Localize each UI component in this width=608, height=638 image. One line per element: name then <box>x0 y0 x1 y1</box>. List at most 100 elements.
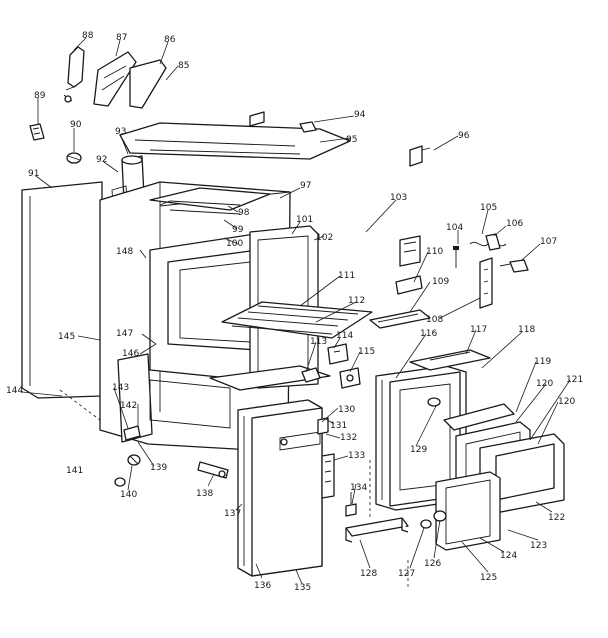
part-label-128: 128 <box>360 569 377 579</box>
part-label-112: 112 <box>348 296 365 306</box>
part-label-99: 99 <box>232 225 244 235</box>
part-label-122: 122 <box>548 513 565 523</box>
part-label-131: 131 <box>330 421 347 431</box>
bracket-part-132 <box>317 417 329 435</box>
part-label-96: 96 <box>458 131 470 141</box>
part-label-86: 86 <box>164 35 176 45</box>
part-label-143: 143 <box>112 383 129 393</box>
part-label-108: 108 <box>426 315 443 325</box>
part-label-93: 93 <box>115 127 126 137</box>
part-label-90: 90 <box>70 120 82 130</box>
handle-part-138 <box>197 461 229 479</box>
part-label-145: 145 <box>58 332 75 342</box>
oven-rack-111 <box>221 301 373 339</box>
leader-lines <box>21 37 571 585</box>
drawer-front-135 <box>237 399 323 577</box>
part-label-120: 120 <box>536 379 553 389</box>
part-label-97: 97 <box>300 181 311 191</box>
part-label-103: 103 <box>390 193 407 203</box>
part-label-95: 95 <box>346 135 357 145</box>
clip-part-89 <box>29 123 45 141</box>
part-label-135: 135 <box>294 583 311 593</box>
part-label-94: 94 <box>354 110 366 120</box>
part-label-114: 114 <box>336 331 353 341</box>
part-label-132: 132 <box>340 433 357 443</box>
panel-part-86 <box>129 59 167 109</box>
part-label-89: 89 <box>34 91 46 101</box>
part-label-125: 125 <box>480 573 497 583</box>
part-label-101: 101 <box>296 215 313 225</box>
part-label-130: 130 <box>338 405 355 415</box>
part-label-118: 118 <box>518 325 535 335</box>
top-trim-94 <box>119 111 351 160</box>
plate-part-109 <box>369 309 431 329</box>
part-label-91: 91 <box>28 169 39 179</box>
part-label-134: 134 <box>350 483 367 493</box>
latch-part-115 <box>339 367 361 389</box>
part-label-92: 92 <box>96 155 107 165</box>
part-label-98: 98 <box>238 208 250 218</box>
part-label-124: 124 <box>500 551 517 561</box>
part-label-127: 127 <box>398 569 415 579</box>
part-label-105: 105 <box>480 203 497 213</box>
part-label-110: 110 <box>426 247 443 257</box>
part-label-121: 121 <box>566 375 583 385</box>
part-label-123: 123 <box>530 541 547 551</box>
screw-part-104 <box>453 246 459 268</box>
knob-part-126 <box>433 510 447 522</box>
part-label-147: 147 <box>116 329 133 339</box>
part-label-142: 142 <box>120 401 137 411</box>
part-label-85: 85 <box>178 61 189 71</box>
knob-part-127 <box>420 519 432 529</box>
part-label-133: 133 <box>348 451 365 461</box>
knob-part-141 <box>114 477 126 487</box>
knob-part-140 <box>127 454 141 466</box>
part-label-137: 137 <box>224 509 241 519</box>
part-label-140: 140 <box>120 490 137 500</box>
part-label-139: 139 <box>150 463 167 473</box>
part-label-116: 116 <box>420 329 437 339</box>
assembly-line <box>59 389 101 421</box>
hinge-part-133 <box>321 453 335 499</box>
hinge-part-103 <box>399 235 421 267</box>
door-panel-119 <box>443 403 515 431</box>
door-top-117 <box>409 349 491 371</box>
part-label-87: 87 <box>116 33 127 43</box>
knob-part-90 <box>66 152 82 164</box>
part-label-119: 119 <box>534 357 551 367</box>
part-label-104: 104 <box>446 223 463 233</box>
spring-part-106 <box>469 233 507 251</box>
latch-part-114 <box>327 343 349 365</box>
part-label-113: 113 <box>310 337 327 347</box>
side-panel-91 <box>21 181 103 399</box>
part-label-111: 111 <box>338 271 355 281</box>
part-label-117: 117 <box>470 325 487 335</box>
bracket-part-110 <box>395 275 423 295</box>
hinge-part-108 <box>479 257 493 309</box>
part-label-136: 136 <box>254 581 271 591</box>
part-label-106: 106 <box>506 219 523 229</box>
part-label-146: 146 <box>122 349 139 359</box>
part-label-126: 126 <box>424 559 441 569</box>
part-label-100: 100 <box>226 239 243 249</box>
part-label-109: 109 <box>432 277 449 287</box>
clip-part-139 <box>123 425 141 441</box>
clip-part-134 <box>345 492 357 517</box>
part-label-148: 148 <box>116 247 133 257</box>
bracket-part-107 <box>499 259 529 273</box>
part-label-141: 141 <box>66 466 83 476</box>
door-bottom-125 <box>435 471 501 551</box>
part-label-138: 138 <box>196 489 213 499</box>
part-label-107: 107 <box>540 237 557 247</box>
part-label-115: 115 <box>358 347 375 357</box>
part-label-144: 144 <box>6 386 23 396</box>
bracket-part-96 <box>409 145 431 167</box>
part-label-102: 102 <box>316 233 333 243</box>
bracket-part-88 <box>63 46 85 103</box>
part-label-120b: 120 <box>558 397 575 407</box>
part-label-88: 88 <box>82 31 94 41</box>
panel-part-87 <box>93 51 137 107</box>
part-label-129: 129 <box>410 445 427 455</box>
lower-body <box>117 353 331 443</box>
